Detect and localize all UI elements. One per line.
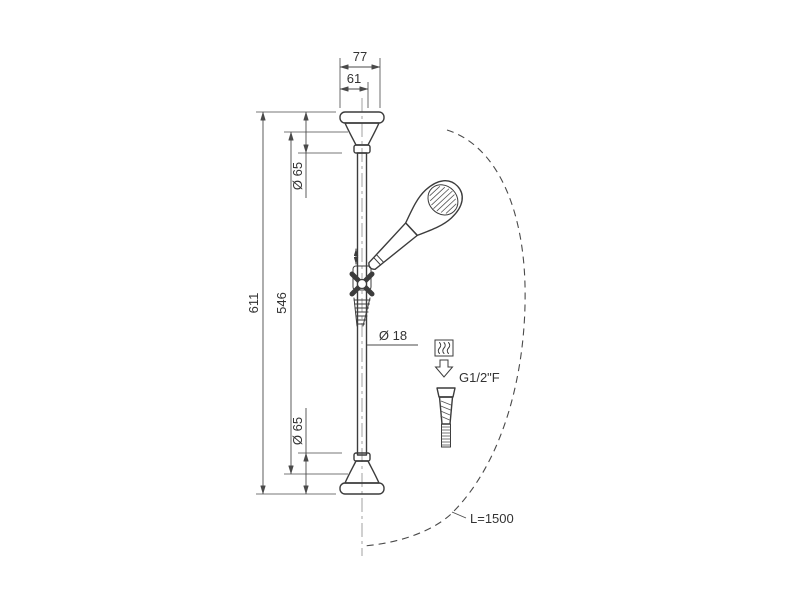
dim-label-546: 546 — [274, 292, 289, 314]
dimension-dia65-bottom: Ø 65 — [290, 408, 342, 495]
dim-label-611: 611 — [246, 293, 261, 314]
hose-connector — [436, 387, 456, 448]
bottom-wall-mount — [339, 452, 385, 495]
dimension-546: 546 — [274, 131, 348, 475]
hand-shower — [368, 180, 463, 270]
dimension-611: 611 — [246, 111, 336, 495]
flow-down-arrow-icon — [434, 359, 454, 378]
dim-label-77: 77 — [353, 49, 367, 64]
dim-label-61: 61 — [347, 71, 361, 86]
dimension-77: 77 — [339, 49, 381, 108]
dimension-dia65-top: Ø 65 — [290, 111, 342, 198]
dim-label-dia18: Ø 18 — [379, 328, 407, 343]
dimension-61: 61 — [339, 71, 369, 108]
dim-label-dia65-top: Ø 65 — [290, 162, 305, 190]
spray-face-hatch — [429, 186, 457, 214]
slider-cross-knob — [349, 271, 375, 297]
hose-length-label: L=1500 — [470, 511, 514, 526]
water-outlet-symbol-icon — [434, 339, 454, 357]
thread-label: G1/2"F — [459, 370, 500, 385]
dim-label-dia65-bottom: Ø 65 — [290, 417, 305, 445]
dimension-dia18: Ø 18 — [367, 328, 418, 346]
hose-length-callout: L=1500 — [451, 511, 514, 526]
hose-cone-spring — [353, 297, 371, 327]
shower-hose-curve — [363, 129, 526, 547]
